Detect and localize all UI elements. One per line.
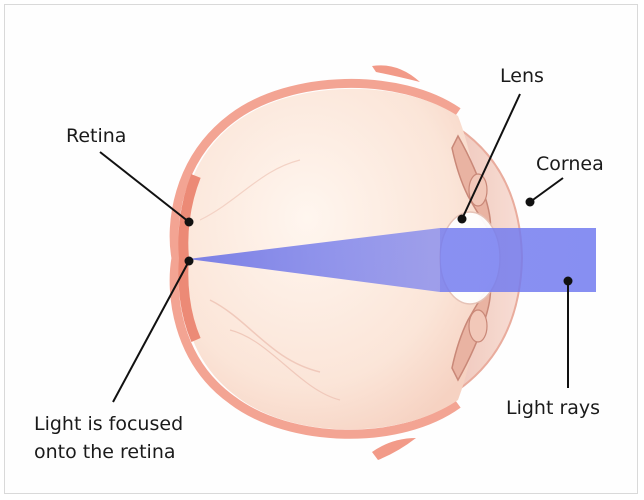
label-lens: Lens [500,64,544,88]
label-retina: Retina [66,124,126,148]
label-focused-line1: Light is focused [34,412,183,436]
light-rays-leader-dot [564,277,573,286]
cornea-leader-dot [526,198,535,207]
light-rays-beam [440,228,596,292]
retina-leader-dot [185,218,194,227]
ciliary-body-upper [469,174,487,206]
ciliary-body-lower [469,310,487,342]
label-light-rays: Light rays [506,396,600,420]
cornea-leader-line [530,178,563,202]
focus-leader-dot [185,257,194,266]
lower-eyelid [372,438,416,460]
upper-eyelid [372,65,420,82]
label-focused-line2: onto the retina [34,440,176,464]
lens-leader-dot [458,215,467,224]
label-cornea: Cornea [536,152,604,176]
retina-leader-line [100,152,189,222]
